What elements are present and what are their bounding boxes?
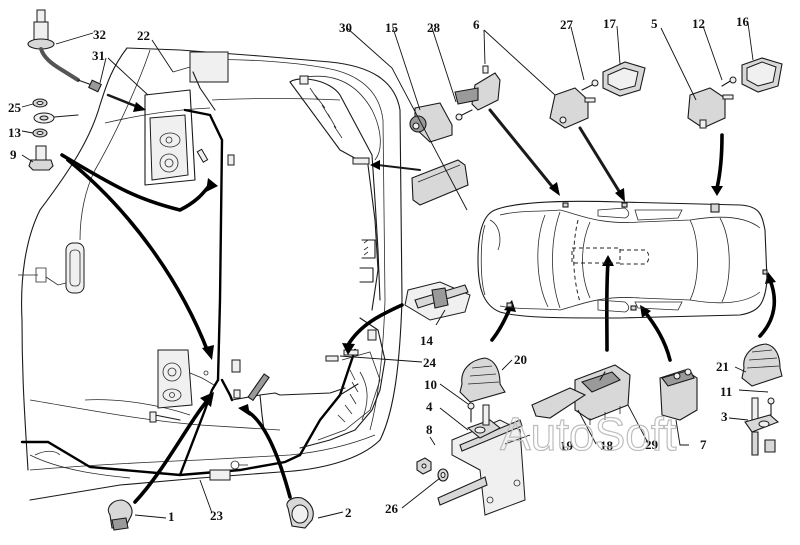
door-trim-lower [157,349,193,409]
callout-6: 6 [473,17,480,32]
lamp-cover-17 [602,61,646,97]
callout-12: 12 [692,16,705,31]
callout-22: 22 [137,28,150,43]
harness-clip-1 [107,499,133,531]
door-switch-4 [466,404,502,439]
harness-connectors [149,148,270,481]
callout-29: 29 [645,437,659,452]
screw-10 [467,402,475,423]
callout-10: 10 [424,377,437,392]
screw-28 [455,109,473,121]
callout-20: 20 [514,352,527,367]
callout-11: 11 [720,384,732,399]
callout-2: 2 [345,505,352,520]
callout-4: 4 [426,399,433,414]
callout-28: 28 [427,20,441,35]
sill-trim-30 [411,159,469,206]
callout-26: 26 [385,501,399,516]
harness-holder-14 [404,281,471,321]
callout-32: 32 [93,27,106,42]
switch-5 [687,87,734,129]
callout-17: 17 [603,16,617,31]
screw-12 [721,76,737,87]
switch-block-7 [659,368,698,421]
fastener-stack [28,98,79,171]
callout-5: 5 [651,16,658,31]
sensor-lead-32 [27,9,102,93]
pointer-arrows [60,93,777,504]
callout-23: 23 [210,508,224,523]
car-top-view [477,200,768,319]
switch-6-rear [549,87,596,129]
callout-24: 24 [423,355,437,370]
callout-30: 30 [339,20,352,35]
callout-7: 7 [700,437,707,452]
a-pillar [289,75,381,311]
door-switch-3 [744,397,780,456]
protective-cap-21 [741,343,783,387]
harness-clamp-2 [286,497,314,529]
callout-27: 27 [560,17,574,32]
door-handle [65,242,85,294]
callout-1: 1 [168,509,175,524]
switch-6-front [454,65,501,111]
car-body-outline [18,47,403,501]
callout-31: 31 [92,48,105,63]
protective-cap-20 [459,357,506,403]
callout-18: 18 [600,438,614,453]
callout-19: 19 [560,438,574,453]
callout-15: 15 [385,20,399,35]
switch-18 [574,364,631,425]
callout-14: 14 [420,333,434,348]
callout-25: 25 [8,100,22,115]
switch-cover-29 [531,387,587,419]
callout-8: 8 [426,422,433,437]
callout-3: 3 [721,409,728,424]
connector-block [189,51,229,83]
door-trim-upper [144,51,229,186]
callout-21: 21 [716,359,729,374]
screw-27 [581,79,599,91]
leader-lines [21,22,769,519]
washer-26 [437,468,449,482]
rear-door-opening [299,317,386,449]
callout-9: 9 [10,147,17,162]
watermark: AutoSoft [500,408,677,460]
callout-13: 13 [8,125,22,140]
lamp-15 [409,102,453,143]
callout-16: 16 [736,14,750,29]
nut-8 [416,457,432,475]
callout-labels: 32 22 31 25 13 9 30 15 28 6 27 17 5 12 1… [8,14,750,524]
lamp-cover-16 [741,57,783,93]
